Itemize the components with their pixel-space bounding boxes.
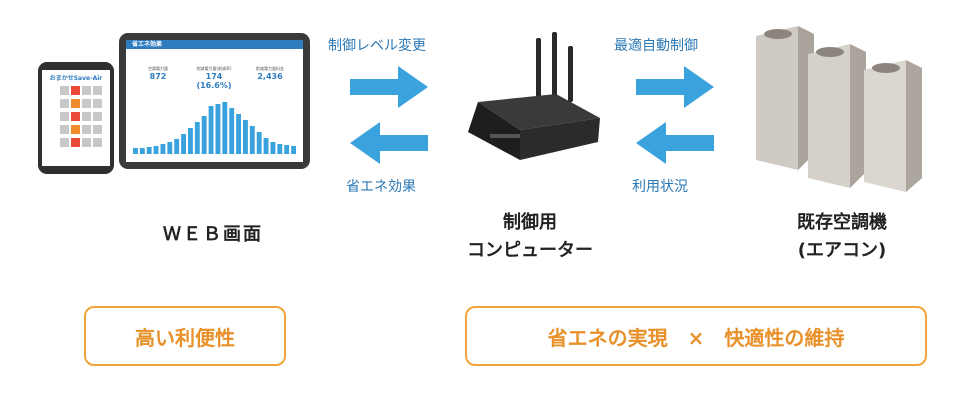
phone-control-row <box>60 138 110 147</box>
left-arrow-icon <box>636 122 714 164</box>
chart-bar <box>208 106 214 154</box>
phone-control-row <box>60 112 110 121</box>
aircon-label-line2: (エアコン) <box>797 240 887 261</box>
benefit-energy-comfort: 省エネの実現 × 快適性の維持 <box>465 306 927 366</box>
flow-label-energy-effect: 省エネ効果 <box>346 179 416 195</box>
chart-bar <box>160 144 166 154</box>
chart-bar <box>194 122 200 154</box>
phone-control-button <box>82 112 91 121</box>
right-arrow-icon <box>636 66 714 108</box>
phone-control-button <box>82 125 91 134</box>
router-icon <box>460 30 610 169</box>
phone-screen: おまかせSave-Air <box>42 70 110 166</box>
phone-control-button <box>82 86 91 95</box>
flow-label-usage-status: 利用状況 <box>632 179 688 195</box>
chart-bar <box>146 147 152 154</box>
chart-bar <box>215 104 221 154</box>
phone-control-grid <box>42 86 110 147</box>
chart-bar <box>181 134 186 154</box>
chart-bar <box>256 132 262 154</box>
phone-control-button <box>60 99 69 108</box>
left-arrow-icon <box>350 122 428 164</box>
phone-control-button <box>60 86 69 95</box>
phone-control-button <box>82 138 91 147</box>
flow-label-auto-control: 最適自動制御 <box>614 38 698 54</box>
phone-control-button <box>71 125 80 134</box>
chart-bar <box>153 146 159 154</box>
right-arrow-icon <box>350 66 428 108</box>
chart-bar <box>243 120 248 154</box>
usage-bar-chart <box>133 102 296 154</box>
phone-control-button <box>93 138 102 147</box>
phone-control-button <box>71 112 80 121</box>
chart-bar <box>174 139 180 154</box>
chart-bar <box>284 145 290 154</box>
phone-control-row <box>60 86 110 95</box>
aircon-label-line1: 既存空調機 <box>797 212 887 233</box>
smartphone: おまかせSave-Air <box>38 62 114 174</box>
phone-control-button <box>93 86 102 95</box>
phone-control-button <box>82 99 91 108</box>
chart-bar <box>188 128 193 154</box>
phone-control-button <box>71 138 80 147</box>
phone-app-title: おまかせSave-Air <box>49 75 103 82</box>
phone-control-button <box>60 125 69 134</box>
controller-label-line1: 制御用 <box>503 212 557 233</box>
chart-bar <box>222 102 228 154</box>
phone-control-row <box>60 125 110 134</box>
chart-bar <box>249 126 255 154</box>
web-screen-label: ＷＥＢ画面 <box>163 224 263 245</box>
controller-label-line2: コンピューター <box>467 240 593 261</box>
phone-control-button <box>60 138 69 147</box>
phone-control-button <box>60 112 69 121</box>
tablet-title: 省エネ効果 <box>126 40 303 49</box>
chart-bar <box>167 142 173 154</box>
phone-control-button <box>71 99 80 108</box>
chart-bar <box>139 148 145 154</box>
chart-bar <box>263 138 269 154</box>
outdoor-aircon-units-icon <box>748 20 938 199</box>
phone-control-button <box>71 86 80 95</box>
phone-control-row <box>60 99 110 108</box>
chart-bar <box>236 114 241 154</box>
chart-bar <box>201 116 207 154</box>
chart-bar <box>277 144 283 154</box>
chart-bar <box>229 108 235 154</box>
chart-bar <box>270 142 276 154</box>
benefit-convenience: 高い利便性 <box>84 306 286 366</box>
flow-label-level-change: 制御レベル変更 <box>328 38 426 54</box>
stat-reduction: 削減電力量(削減率)174 (16.6%) <box>196 66 232 90</box>
chart-bar <box>133 148 138 154</box>
phone-control-button <box>93 125 102 134</box>
chart-bar <box>291 146 296 154</box>
phone-control-button <box>93 99 102 108</box>
phone-control-button <box>93 112 102 121</box>
